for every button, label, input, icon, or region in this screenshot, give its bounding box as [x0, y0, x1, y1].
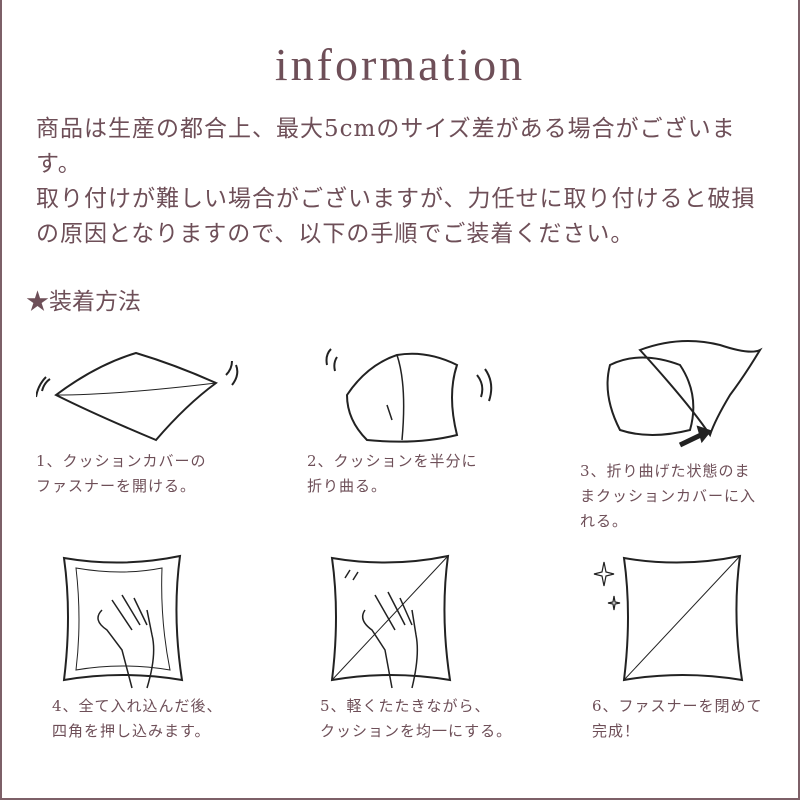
step-caption: 完成！	[592, 722, 641, 740]
step-caption: 折り曲る。	[307, 477, 388, 495]
intro-text: 商品は生産の都合上、最大5cmのサイズ差がある場合がございます。 取り付けが難し…	[36, 112, 776, 252]
step-3: 3、折り曲げた状態のままクッションカバーに入れる。	[580, 335, 798, 534]
step-6: 6、ファスナーを閉めて完成！	[592, 550, 798, 744]
push-corners-icon	[62, 554, 184, 689]
step-caption: 3、折り曲げた状態のま	[580, 462, 751, 480]
step-caption: 5、軽くたたきながら、	[320, 697, 491, 715]
step-caption: まクッションカバーに入	[580, 487, 757, 505]
step-4: 4、全て入れ込んだ後、四角を押し込みます。	[52, 550, 292, 744]
method-heading: ★装着方法	[26, 289, 141, 315]
step-caption: 4、全て入れ込んだ後、	[52, 697, 223, 715]
pat-cushion-icon	[330, 554, 452, 689]
intro-paragraph: 商品は生産の都合上、最大5cmのサイズ差がある場合がございます。	[36, 116, 736, 177]
page-title: information	[274, 39, 526, 90]
step-2: 2、クッションを半分に折り曲る。	[307, 345, 547, 499]
step-caption: 1、クッションカバーの	[36, 452, 207, 470]
step-5: 5、軽くたたきながら、クッションを均一にする。	[320, 550, 560, 744]
finished-cushion-icon	[593, 554, 744, 682]
open-zipper-cushion-icon	[36, 351, 239, 442]
step-caption: 2、クッションを半分に	[307, 452, 478, 470]
intro-paragraph: 取り付けが難しい場合がございますが、力任せに取り付けると破損の原因となりますので…	[36, 186, 756, 247]
step-caption: ファスナーを開ける。	[36, 477, 197, 495]
step-1: 1、クッションカバーのファスナーを開ける。	[36, 345, 276, 499]
insert-cushion-icon	[606, 340, 763, 448]
fold-cushion-icon	[325, 348, 493, 443]
step-caption: 四角を押し込みます。	[52, 722, 211, 740]
step-caption: れる。	[580, 512, 629, 530]
step-caption: クッションを均一にする。	[320, 722, 513, 740]
step-caption: 6、ファスナーを閉めて	[592, 697, 763, 715]
